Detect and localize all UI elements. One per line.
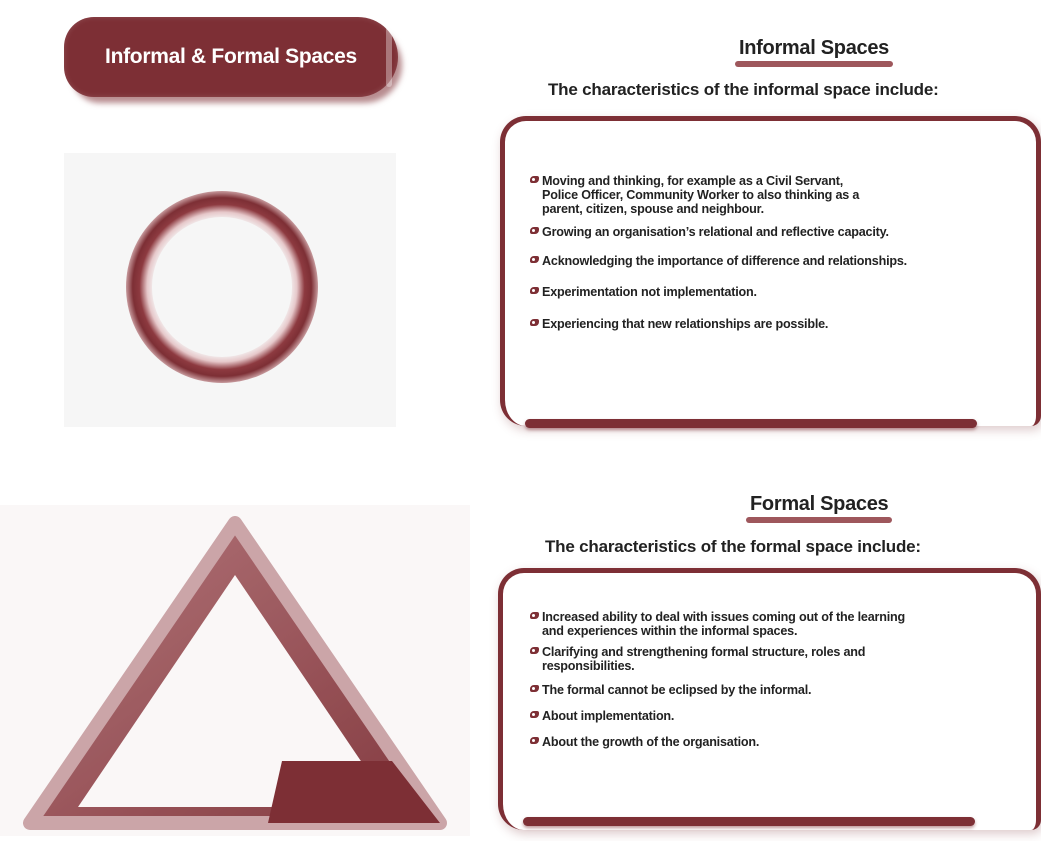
page-title: Informal & Formal Spaces [105, 45, 357, 68]
hand-pointer-icon [530, 612, 539, 619]
page-title-badge: Informal & Formal Spaces [64, 17, 398, 97]
list-item: Experimentation not implementation. [530, 285, 1030, 299]
list-item: Acknowledging the importance of differen… [530, 254, 1030, 268]
list-item: Growing an organisation’s relational and… [530, 225, 1030, 239]
list-item: Increased ability to deal with issues co… [530, 610, 1030, 638]
informal-list: Moving and thinking, for example as a Ci… [530, 174, 1030, 331]
hand-pointer-icon [530, 319, 539, 326]
formal-heading: Formal Spaces [746, 493, 893, 523]
informal-list-panel: Moving and thinking, for example as a Ci… [500, 116, 1041, 428]
hand-pointer-icon [530, 737, 539, 744]
hand-pointer-icon [530, 711, 539, 718]
circle-shape-icon [126, 191, 318, 383]
list-item: Experiencing that new relationships are … [530, 317, 1030, 331]
formal-intro: The characteristics of the formal space … [545, 537, 921, 556]
hand-pointer-icon [530, 176, 539, 183]
list-item: Clarifying and strengthening formal stru… [530, 645, 1030, 673]
hand-pointer-icon [530, 256, 539, 263]
informal-shape-panel [64, 153, 396, 427]
triangle-shape-icon [23, 516, 447, 830]
list-item: Moving and thinking, for example as a Ci… [530, 174, 1030, 216]
formal-list: Increased ability to deal with issues co… [530, 610, 1030, 749]
hand-pointer-icon [530, 287, 539, 294]
formal-list-panel: Increased ability to deal with issues co… [498, 568, 1041, 830]
list-item: The formal cannot be eclipsed by the inf… [530, 683, 1030, 697]
formal-panel-foot [523, 817, 975, 826]
list-item: About implementation. [530, 709, 1030, 723]
formal-shape-panel [0, 505, 470, 836]
formal-heading-underline [746, 517, 893, 523]
informal-panel-foot [525, 419, 977, 428]
hand-pointer-icon [530, 685, 539, 692]
informal-intro: The characteristics of the informal spac… [548, 80, 939, 99]
hand-pointer-icon [530, 227, 539, 234]
list-item: About the growth of the organisation. [530, 735, 1030, 749]
informal-heading: Informal Spaces [735, 37, 894, 67]
informal-heading-underline [735, 61, 894, 67]
hand-pointer-icon [530, 647, 539, 654]
